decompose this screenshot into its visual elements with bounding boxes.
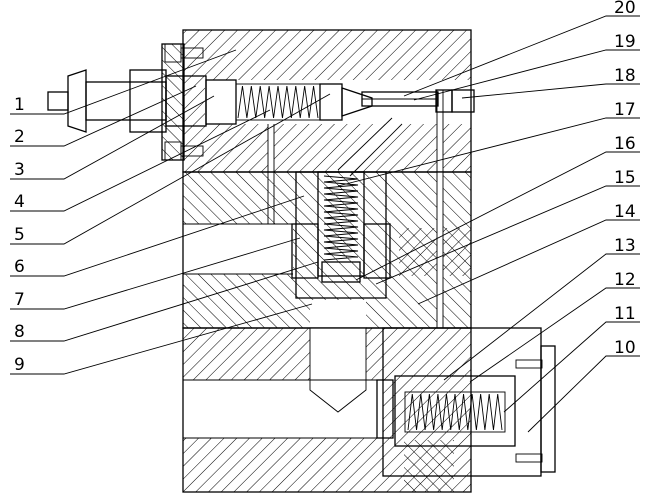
label-16: 16 [614,134,636,154]
label-7: 7 [14,290,25,310]
label-3: 3 [14,160,25,180]
leader-lines [10,15,640,433]
needle-valve [361,89,475,113]
label-9: 9 [14,355,25,375]
relief-valve-block [376,327,556,477]
label-6: 6 [14,257,25,277]
label-18: 18 [614,66,636,86]
label-2: 2 [14,127,25,147]
piston-assembly [291,171,391,299]
middle-body-block [182,171,472,329]
label-20: 20 [614,0,636,18]
label-12: 12 [614,270,636,290]
left-flange [161,43,204,161]
label-13: 13 [614,236,636,256]
left-labels: 1 2 3 4 5 6 7 8 9 [14,95,25,375]
label-10: 10 [614,338,636,358]
label-14: 14 [614,202,636,222]
label-8: 8 [14,322,25,342]
right-labels: 20 19 18 17 16 15 14 13 12 11 10 [614,0,636,358]
label-17: 17 [614,100,636,120]
top-body-block [182,29,473,177]
label-1: 1 [14,95,25,115]
label-5: 5 [14,225,25,245]
adjusting-knob [47,69,167,133]
label-11: 11 [614,304,636,324]
label-19: 19 [614,32,636,52]
label-4: 4 [14,192,25,212]
label-15: 15 [614,168,636,188]
